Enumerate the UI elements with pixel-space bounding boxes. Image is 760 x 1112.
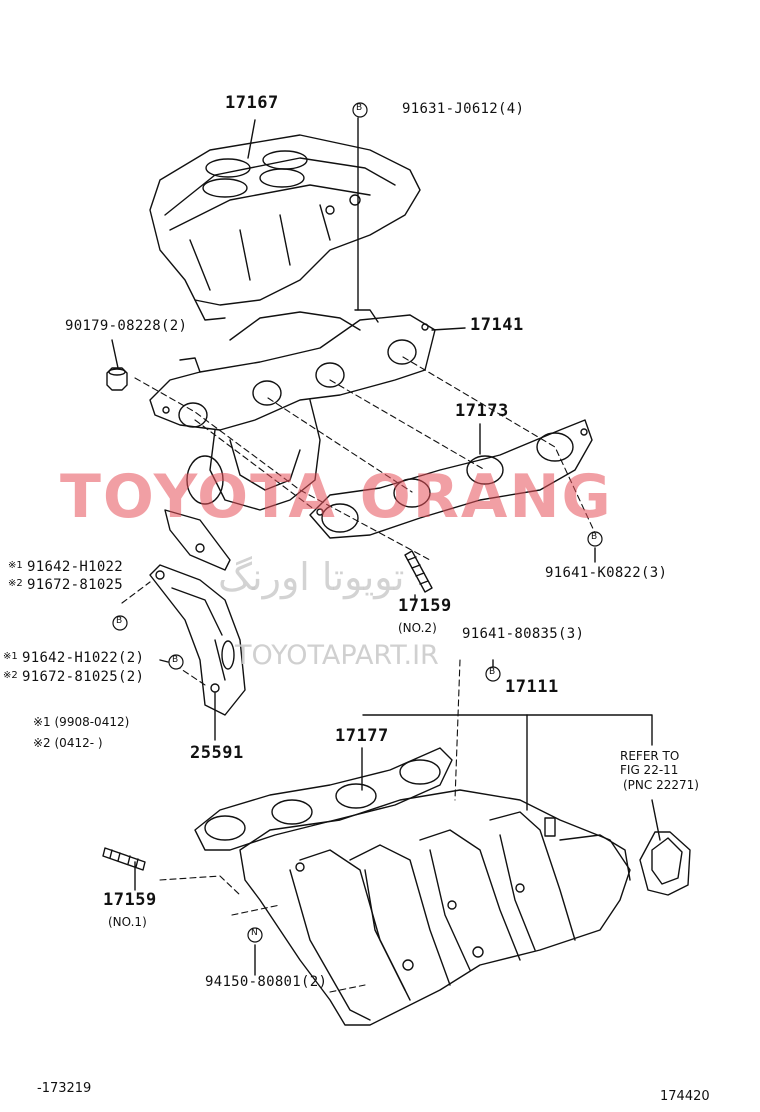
n-mark: N [251, 928, 258, 938]
part-label-exhaust-gasket: 17173 [455, 401, 509, 421]
intake-manifold-drawing [239, 789, 691, 1026]
footer-code-left: -173219 [37, 1081, 92, 1096]
part-label-bolt-94150: 94150-80801(2) [205, 974, 328, 990]
part-label-stud-no2: 17159 [398, 596, 452, 616]
mark-1: ※1 [8, 560, 23, 571]
part-label-bolt-81025-2: 91672-81025(2) [22, 669, 145, 685]
part-label-intake-manifold: 17111 [505, 677, 559, 697]
part-label-bolt-81025: 91672-81025 [27, 577, 124, 593]
part-label-bolt-k0822: 91641-K0822(3) [545, 565, 668, 581]
b-mark: B [356, 103, 363, 113]
stud-no2-drawing [404, 550, 433, 593]
b-mark: B [489, 667, 496, 677]
footer-code-right: 174420 [660, 1089, 710, 1104]
part-label-manifold-stay: 25591 [190, 743, 244, 763]
watermark-url: TOYOTAPART.IR [235, 640, 439, 671]
reference-circles [112, 102, 603, 943]
mark-2: ※2 [3, 670, 18, 681]
watermark-persian: تویوتا اورنگ [218, 555, 405, 599]
part-label-stud-no2-note: (NO.2) [398, 621, 437, 635]
b-mark: B [591, 532, 598, 542]
manifold-stay-drawing [149, 509, 246, 716]
b-mark: B [172, 655, 179, 665]
part-label-intake-gasket: 17177 [335, 726, 389, 746]
nut-drawing [106, 367, 128, 391]
intake-gasket-drawing [194, 747, 453, 851]
b-mark: B [116, 616, 123, 626]
note-period-2: ※2 (0412- ) [33, 736, 103, 750]
refer-line-2: FIG 22-11 [620, 763, 679, 777]
note-period-1: ※1 (9908-0412) [33, 715, 130, 729]
part-label-stud-no1: 17159 [103, 890, 157, 910]
part-label-nut: 90179-08228(2) [65, 318, 188, 334]
part-label-heat-insulator: 17167 [225, 93, 279, 113]
refer-line-1: REFER TO [620, 749, 680, 763]
refer-line-3: (PNC 22271) [623, 778, 699, 792]
part-label-exhaust-manifold: 17141 [470, 315, 524, 335]
exhaust-gasket-drawing [309, 419, 593, 539]
mark-1: ※1 [3, 651, 18, 662]
part-label-bolt-h1022: 91642-H1022 [27, 559, 124, 575]
part-label-bolt-80835: 91641-80835(3) [462, 626, 585, 642]
part-label-bolt: 91631-J0612(4) [402, 101, 525, 117]
part-label-bolt-h1022-2: 91642-H1022(2) [22, 650, 145, 666]
watermark-brand: TOYOTA ORANG [60, 462, 613, 532]
heat-insulator-drawing [149, 134, 421, 321]
stud-no1-drawing [102, 847, 146, 871]
part-label-stud-no1-note: (NO.1) [108, 915, 147, 929]
mark-2: ※2 [8, 578, 23, 589]
